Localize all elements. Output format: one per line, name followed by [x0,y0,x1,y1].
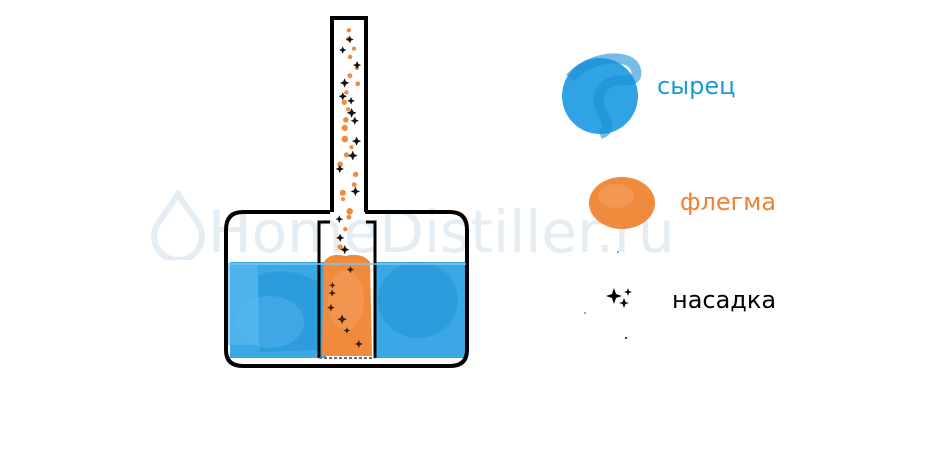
legend-phlegm-swatch [589,177,655,229]
packing-sparkle [345,35,354,44]
packing-sparkle [337,314,347,325]
packing-droplet [347,54,353,60]
stray-dot [584,312,586,314]
packing-sparkle [340,245,350,255]
legend-packing-swatch [606,288,632,308]
packing-droplet [351,182,357,187]
legend-raw-label: сырец [657,72,736,100]
drop-logo-icon [150,188,206,263]
packing-droplet [337,244,343,250]
packing-sparkle [347,96,355,105]
packing-sparkle [346,107,357,118]
packing-droplet [340,197,346,202]
packing-sparkle [338,46,347,54]
packing-sparkle [352,61,362,70]
raw-liquid [228,262,466,358]
packing-sparkle [335,215,344,223]
packing-droplet [351,46,357,51]
legend-packing-label: насадка [672,286,777,314]
packing-droplet [355,81,361,87]
packing-sparkle [335,164,344,174]
packing-droplet [341,135,349,143]
packing [327,28,363,348]
inner-tube-outline [317,220,377,358]
packing-sparkle [350,116,359,125]
packing-sparkle [327,303,335,312]
packing-sparkle [336,233,345,242]
packing-sparkle [338,92,347,101]
packing-droplet [343,117,349,123]
packing-droplet [347,73,353,79]
packing-sparkle [343,327,351,334]
packing-sparkle [329,282,336,289]
packing-droplet [352,171,359,178]
packing-droplet [341,124,348,132]
packing-droplet [349,145,354,150]
packing-droplet [346,28,352,33]
packing-droplet [341,99,347,106]
packing-droplet [339,189,346,196]
packing-droplet [346,208,353,215]
packing-droplet [343,226,348,232]
legend-raw-swatch [562,53,642,139]
packing-sparkle [350,186,361,197]
packing-droplet [343,152,350,158]
stray-dot [625,337,627,339]
legend-phlegm-label: флегма [680,188,777,216]
packing-droplet [337,161,344,168]
phlegm-liquid [322,254,372,356]
packing-sparkle [339,78,350,88]
vessel-outline [224,210,469,368]
packing-droplet [344,90,349,95]
packing-sparkle [328,289,336,297]
packing-sparkle [346,265,355,274]
packing-sparkle [351,136,362,146]
column-outline [330,16,368,212]
packing-sparkle [347,150,358,161]
packing-sparkle [354,339,363,348]
packing-droplet [346,107,351,112]
packing-droplet [346,214,352,220]
stray-dot [617,251,619,253]
